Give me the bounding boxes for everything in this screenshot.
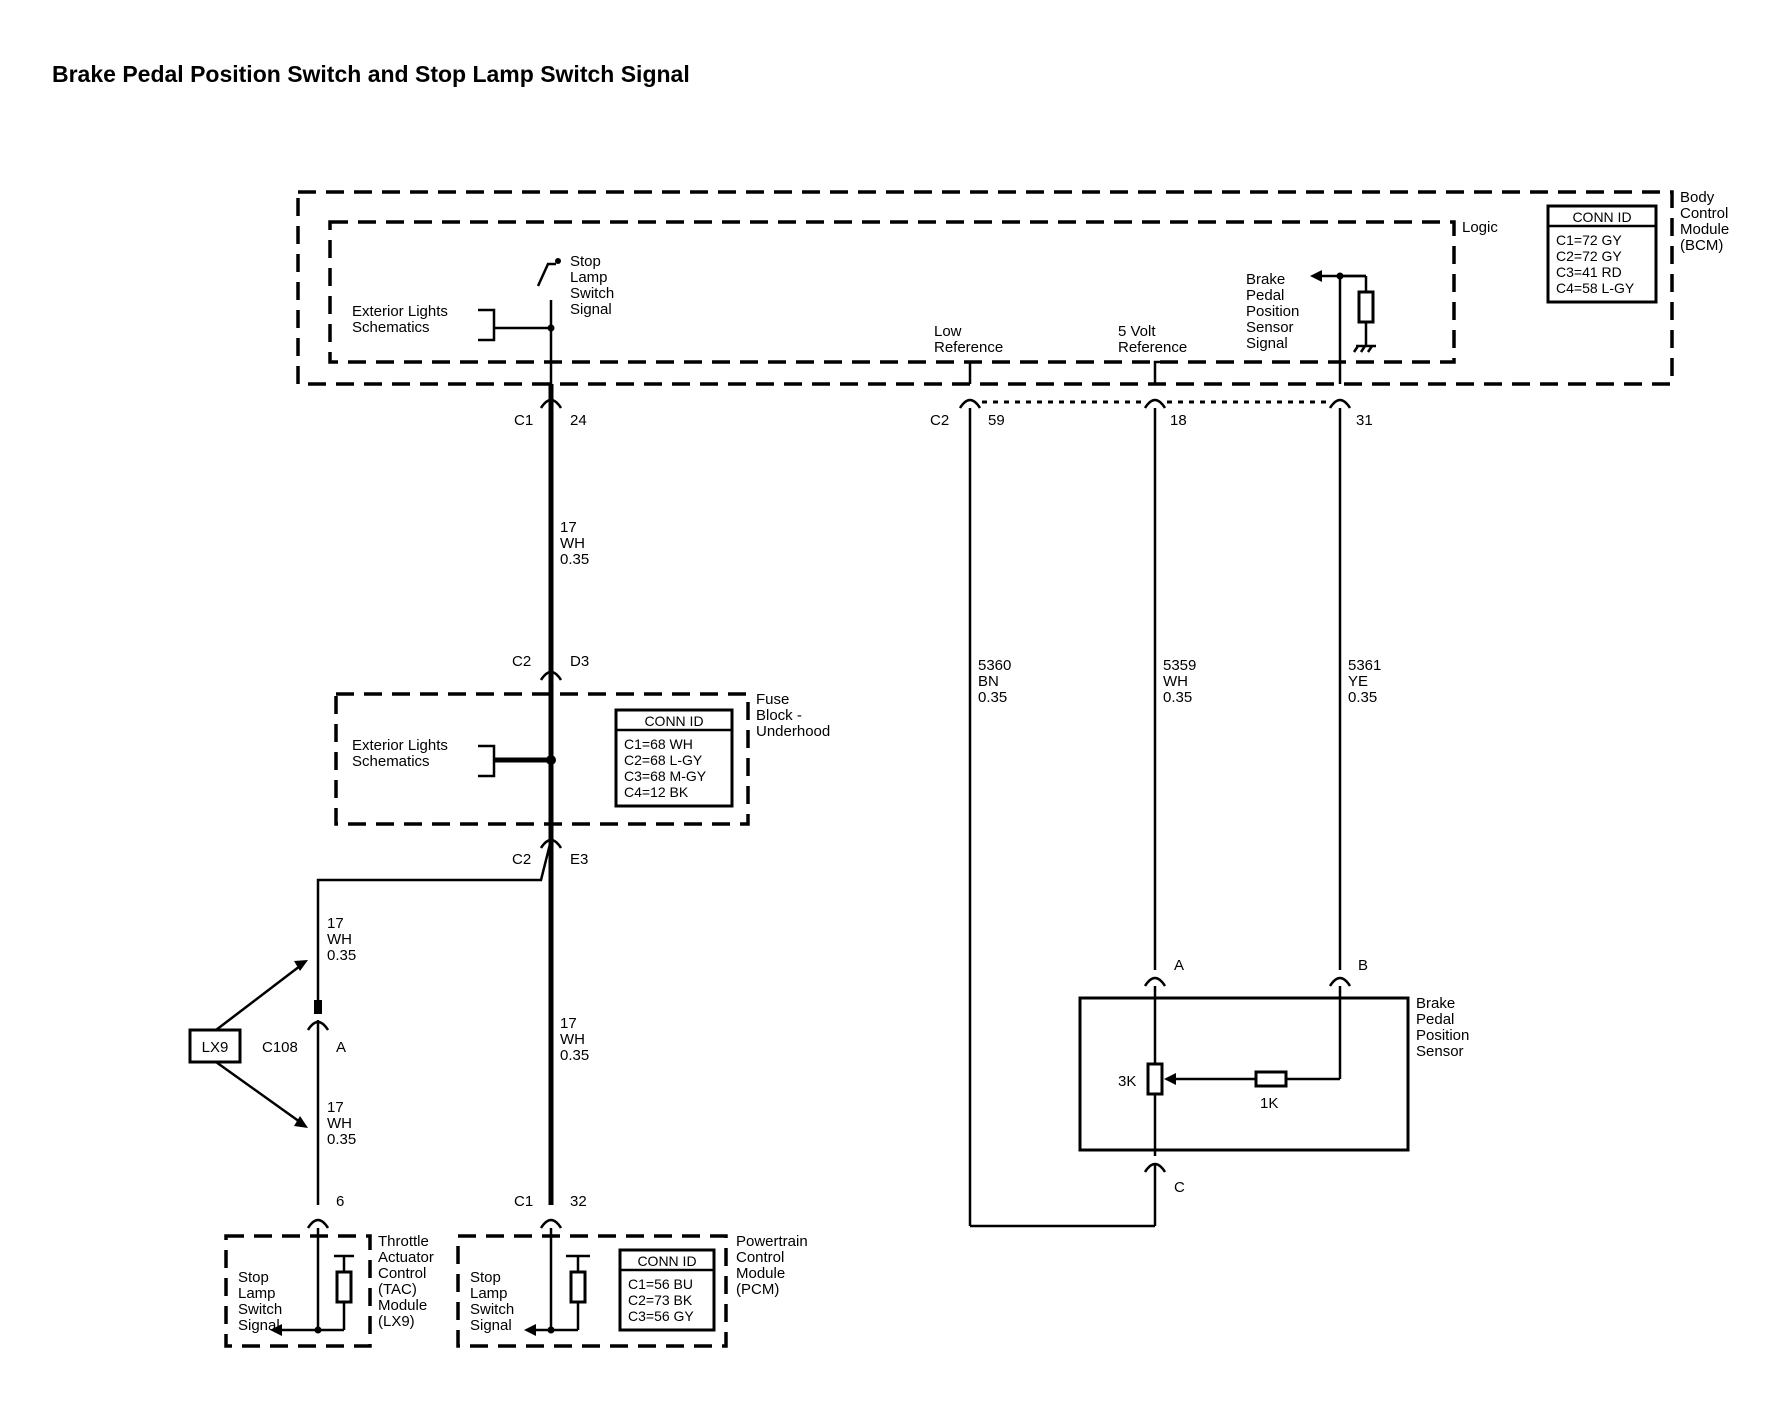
svg-text:C1: C1 bbox=[514, 1193, 533, 1210]
svg-text:C108: C108 bbox=[262, 1039, 298, 1056]
bcm-logic-outline bbox=[328, 220, 1456, 364]
svg-text:LX9: LX9 bbox=[202, 1039, 229, 1056]
pcm-input-arrow-icon bbox=[524, 1324, 536, 1336]
svg-text:C2=68 L-GY: C2=68 L-GY bbox=[624, 752, 703, 768]
bcm-stop-lamp-switch-signal-label: Stop Lamp Switch Signal bbox=[570, 253, 618, 318]
fuse-block-d3-connector bbox=[539, 670, 563, 681]
svg-text:59: 59 bbox=[988, 412, 1005, 429]
svg-text:C2: C2 bbox=[930, 412, 949, 429]
wire-5359-label: 5359 WH 0.35 bbox=[1163, 657, 1201, 706]
svg-text:C1=72 GY: C1=72 GY bbox=[1556, 232, 1622, 248]
svg-text:C: C bbox=[1174, 1179, 1185, 1196]
svg-text:C2=72 GY: C2=72 GY bbox=[1556, 248, 1622, 264]
svg-text:C1=56 BU: C1=56 BU bbox=[628, 1276, 693, 1292]
lx9-option: LX9 bbox=[188, 960, 308, 1128]
bcm-exterior-lights-ref: Exterior Lights Schematics bbox=[352, 303, 452, 336]
pcm-module: C1 32 Powertrain Control Module (PCM) St… bbox=[456, 1193, 812, 1348]
svg-text:18: 18 bbox=[1170, 412, 1187, 429]
bcm-c2-connector: C2 59 18 31 bbox=[930, 398, 1373, 429]
svg-text:A: A bbox=[336, 1039, 346, 1056]
bcm-ext-lights-bracket bbox=[478, 308, 496, 342]
svg-text:CONN ID: CONN ID bbox=[644, 713, 703, 729]
svg-text:C2=73 BK: C2=73 BK bbox=[628, 1292, 693, 1308]
svg-text:C4=58 L-GY: C4=58 L-GY bbox=[1556, 280, 1635, 296]
bcm-name: Body Control Module (BCM) bbox=[1680, 189, 1733, 254]
tac-name: Throttle Actuator Control (TAC) Module (… bbox=[378, 1233, 438, 1330]
bcm-logic-label: Logic bbox=[1462, 219, 1498, 236]
svg-text:31: 31 bbox=[1356, 412, 1373, 429]
bcm-low-reference-label: Low Reference bbox=[934, 323, 1003, 356]
svg-text:C4=12 BK: C4=12 BK bbox=[624, 784, 689, 800]
bcm-pulldown-resistor bbox=[1357, 290, 1375, 324]
fuse-block-name: Fuse Block - Underhood bbox=[756, 691, 830, 740]
pcm-pulldown-resistor bbox=[569, 1270, 587, 1304]
lx9-box bbox=[188, 1028, 242, 1064]
pcm-outline bbox=[456, 1234, 728, 1348]
wire-17-wh-tac-bot-label: 17 WH 0.35 bbox=[327, 1099, 356, 1148]
fuse-block-underhood: C2 D3 Fuse Block - Underhood Exterior Li… bbox=[334, 653, 830, 868]
svg-text:C3=56 GY: C3=56 GY bbox=[628, 1308, 694, 1324]
fuse-block-exterior-lights-ref: Exterior Lights Schematics bbox=[352, 737, 452, 770]
wire-17-wh-lower-label: 17 WH 0.35 bbox=[560, 1015, 589, 1064]
tac-input-arrow-icon bbox=[270, 1324, 282, 1336]
svg-text:3K: 3K bbox=[1118, 1073, 1136, 1090]
svg-text:32: 32 bbox=[570, 1193, 587, 1210]
fuse-block-splice-dot bbox=[546, 755, 556, 765]
tac-pin6-connector bbox=[306, 1218, 330, 1229]
sensor-resistor-1k bbox=[1254, 1070, 1288, 1088]
svg-text:CONN ID: CONN ID bbox=[1572, 209, 1631, 225]
wire-17-wh-upper-label: 17 WH 0.35 bbox=[560, 519, 589, 568]
wire-5361-label: 5361 YE 0.35 bbox=[1348, 657, 1386, 706]
bcm-5v-reference-label: 5 Volt Reference bbox=[1118, 323, 1187, 356]
svg-text:D3: D3 bbox=[570, 653, 589, 670]
pcm-c1-connector bbox=[539, 1218, 563, 1229]
bcm-input-arrow bbox=[1310, 270, 1322, 282]
pcm-name: Powertrain Control Module (PCM) bbox=[736, 1233, 812, 1298]
bcm-bpp-signal-label: Brake Pedal Position Sensor Signal bbox=[1246, 271, 1304, 352]
svg-text:1K: 1K bbox=[1260, 1095, 1278, 1112]
lx9-arrow-down-icon bbox=[294, 1116, 308, 1128]
wire-17-wh-tac-top-label: 17 WH 0.35 bbox=[327, 915, 356, 964]
tac-pulldown-resistor bbox=[335, 1270, 353, 1304]
svg-text:B: B bbox=[1358, 957, 1368, 974]
sensor-pin-b-connector bbox=[1328, 976, 1352, 987]
svg-text:C1=68 WH: C1=68 WH bbox=[624, 736, 693, 752]
tac-module: 6 Throttle Actuator Control (TAC) Module… bbox=[224, 1193, 438, 1348]
svg-text:CONN ID: CONN ID bbox=[637, 1253, 696, 1269]
sensor-outline bbox=[1078, 996, 1410, 1152]
tac-signal-label: Stop Lamp Switch Signal bbox=[238, 1269, 286, 1334]
c108-connector: C108 A bbox=[262, 1000, 346, 1056]
svg-text:24: 24 bbox=[570, 412, 587, 429]
bcm-ground-icon bbox=[1352, 344, 1376, 353]
tac-outline bbox=[224, 1234, 372, 1348]
diagram-title: Brake Pedal Position Switch and Stop Lam… bbox=[52, 61, 690, 87]
svg-text:6: 6 bbox=[336, 1193, 344, 1210]
bcm-module: Logic Body Control Module (BCM) CONN ID … bbox=[296, 189, 1733, 386]
sensor-wiper-arrow-icon bbox=[1164, 1073, 1176, 1085]
wire-5360-label: 5360 BN 0.35 bbox=[978, 657, 1016, 706]
svg-text:E3: E3 bbox=[570, 851, 588, 868]
svg-text:C3=41 RD: C3=41 RD bbox=[1556, 264, 1622, 280]
pcm-conn-id-table: CONN ID C1=56 BU C2=73 BK C3=56 GY bbox=[618, 1248, 716, 1332]
svg-text:C3=68 M-GY: C3=68 M-GY bbox=[624, 768, 707, 784]
bcm-conn-id-table: CONN ID C1=72 GY C2=72 GY C3=41 RD C4=58… bbox=[1546, 204, 1658, 304]
svg-text:C2: C2 bbox=[512, 851, 531, 868]
fuse-block-outline bbox=[334, 692, 750, 826]
svg-text:C1: C1 bbox=[514, 412, 533, 429]
bcm-input-switch bbox=[536, 262, 556, 287]
svg-text:C2: C2 bbox=[512, 653, 531, 670]
svg-text:A: A bbox=[1174, 957, 1184, 974]
sensor-pin-a-connector bbox=[1143, 976, 1167, 987]
sensor-name: Brake Pedal Position Sensor bbox=[1416, 995, 1474, 1060]
tac-branch-wire bbox=[316, 839, 553, 1002]
brake-pedal-position-sensor: A B Brake Pedal Position Sensor 3K 1K C bbox=[1078, 957, 1474, 1226]
fuse-block-conn-id-table: CONN ID C1=68 WH C2=68 L-GY C3=68 M-GY C… bbox=[614, 708, 734, 808]
sensor-potentiometer-3k bbox=[1146, 1062, 1164, 1096]
pcm-signal-label: Stop Lamp Switch Signal bbox=[470, 1269, 518, 1334]
bcm-outline bbox=[296, 190, 1674, 386]
lx9-arrow-up-icon bbox=[294, 960, 308, 971]
